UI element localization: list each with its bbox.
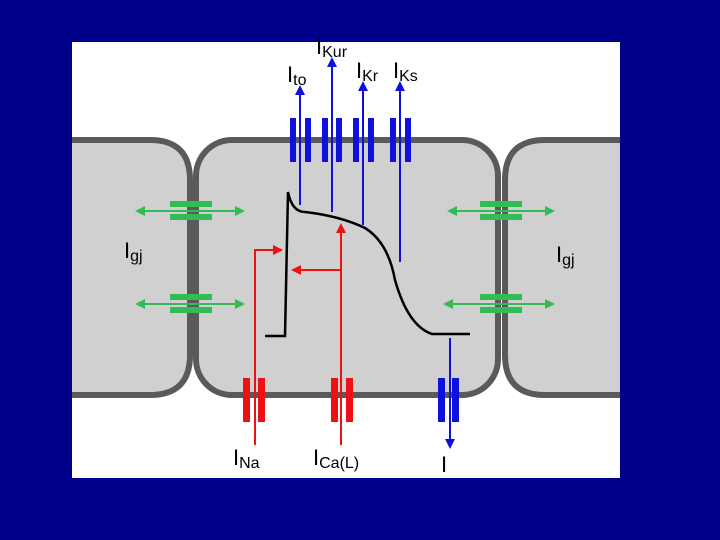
channel-ikur: [322, 118, 342, 162]
ina-arrow: [254, 245, 283, 445]
right-cell: [502, 137, 620, 398]
label-ikr: IKr: [356, 58, 379, 85]
gap-junctions: [135, 201, 555, 313]
label-i-bottom: I: [441, 452, 447, 477]
label-iks: IKs: [393, 58, 418, 85]
current-labels: Ito IKur IKr IKs Igj Igj INa ICa(L) I: [124, 34, 575, 477]
label-igj-right: Igj: [556, 242, 575, 269]
channel-ical: [331, 378, 353, 422]
channel-ikr: [353, 118, 374, 162]
inward-currents: [243, 223, 353, 445]
gap-junction-right-upper: [447, 201, 555, 220]
label-ina: INa: [233, 445, 260, 472]
gap-junction-left-lower: [135, 294, 245, 313]
channel-ito: [290, 118, 311, 162]
action-potential-trace: [265, 191, 470, 338]
label-ito: Ito: [287, 62, 307, 89]
gap-junction-left-upper: [135, 201, 245, 220]
outward-current-arrows: [295, 57, 405, 262]
label-igj-left: Igj: [124, 238, 143, 265]
left-cell: [72, 137, 193, 398]
bottom-outward-current: [438, 338, 459, 449]
center-cell: [193, 137, 501, 398]
cells: [72, 137, 620, 398]
channel-iks: [390, 118, 411, 162]
label-ikur: IKur: [316, 34, 348, 61]
channel-ina: [243, 378, 265, 422]
label-ical: ICa(L): [313, 445, 359, 472]
potassium-channels: [290, 118, 411, 162]
gap-junction-right-lower: [443, 294, 555, 313]
